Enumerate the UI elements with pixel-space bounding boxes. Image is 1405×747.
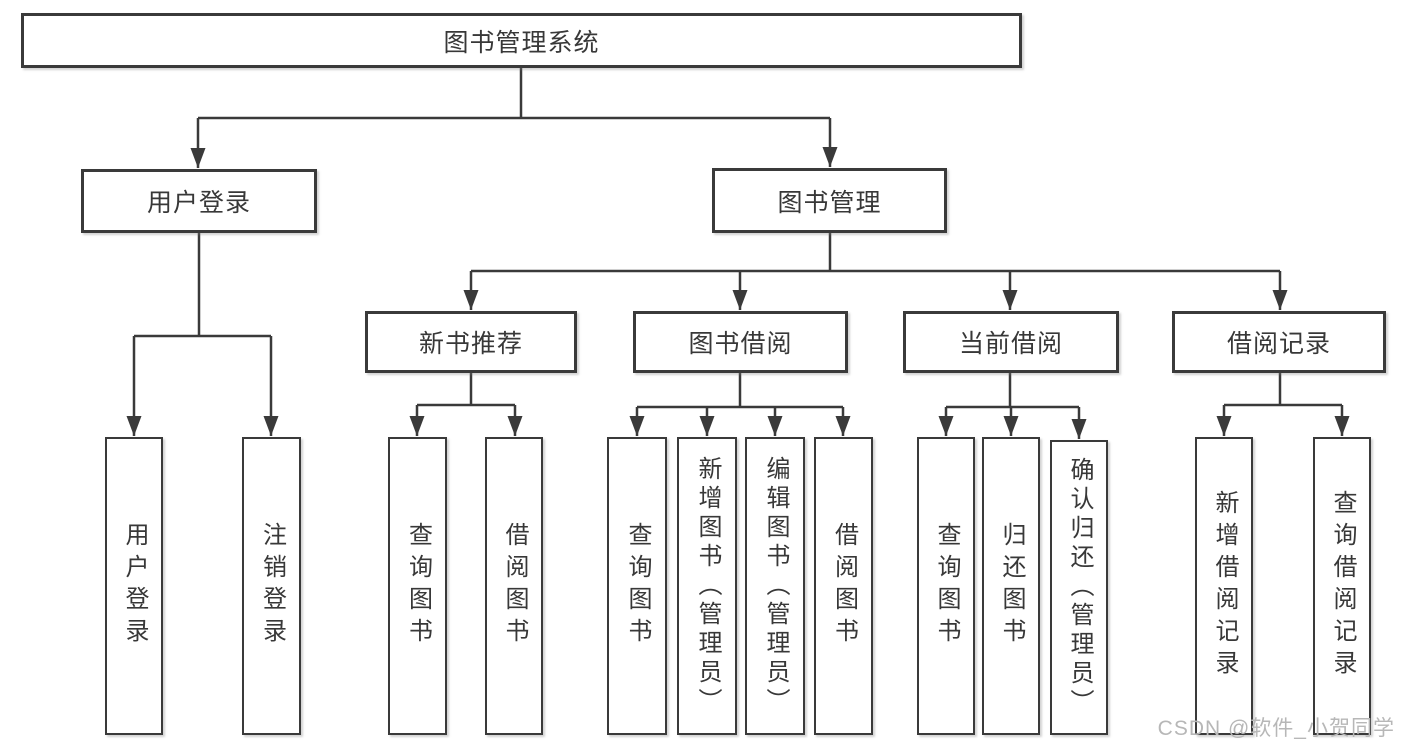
node-return-books: 归还图书 bbox=[982, 437, 1040, 735]
node-add-borrow-record: 新增借阅记录 bbox=[1195, 437, 1253, 735]
node-library-system-root: 图书管理系统 bbox=[21, 13, 1022, 68]
node-book-borrow: 图书借阅 bbox=[633, 311, 848, 373]
node-confirm-return-admin: 确认归还（管理员） bbox=[1050, 440, 1108, 735]
node-user-login-leaf: 用户登录 bbox=[105, 437, 163, 735]
node-current-borrow: 当前借阅 bbox=[903, 311, 1119, 373]
node-current-query-books: 查询图书 bbox=[917, 437, 975, 735]
node-book-management-branch: 图书管理 bbox=[712, 168, 947, 233]
node-borrow-books-leaf: 借阅图书 bbox=[814, 437, 873, 735]
node-edit-books-admin: 编辑图书（管理员） bbox=[745, 437, 805, 735]
node-recommend-borrow-books: 借阅图书 bbox=[485, 437, 543, 735]
csdn-watermark: CSDN @软件_小贺同学 bbox=[1157, 717, 1395, 740]
node-borrow-query-books: 查询图书 bbox=[607, 437, 667, 735]
node-new-book-recommend: 新书推荐 bbox=[365, 311, 577, 373]
node-add-books-admin: 新增图书（管理员） bbox=[677, 437, 737, 735]
node-query-borrow-record: 查询借阅记录 bbox=[1313, 437, 1371, 735]
node-recommend-query-books: 查询图书 bbox=[388, 437, 447, 735]
node-borrow-records: 借阅记录 bbox=[1172, 311, 1386, 373]
node-user-login-branch: 用户登录 bbox=[81, 169, 317, 233]
node-logout-leaf: 注销登录 bbox=[242, 437, 301, 735]
